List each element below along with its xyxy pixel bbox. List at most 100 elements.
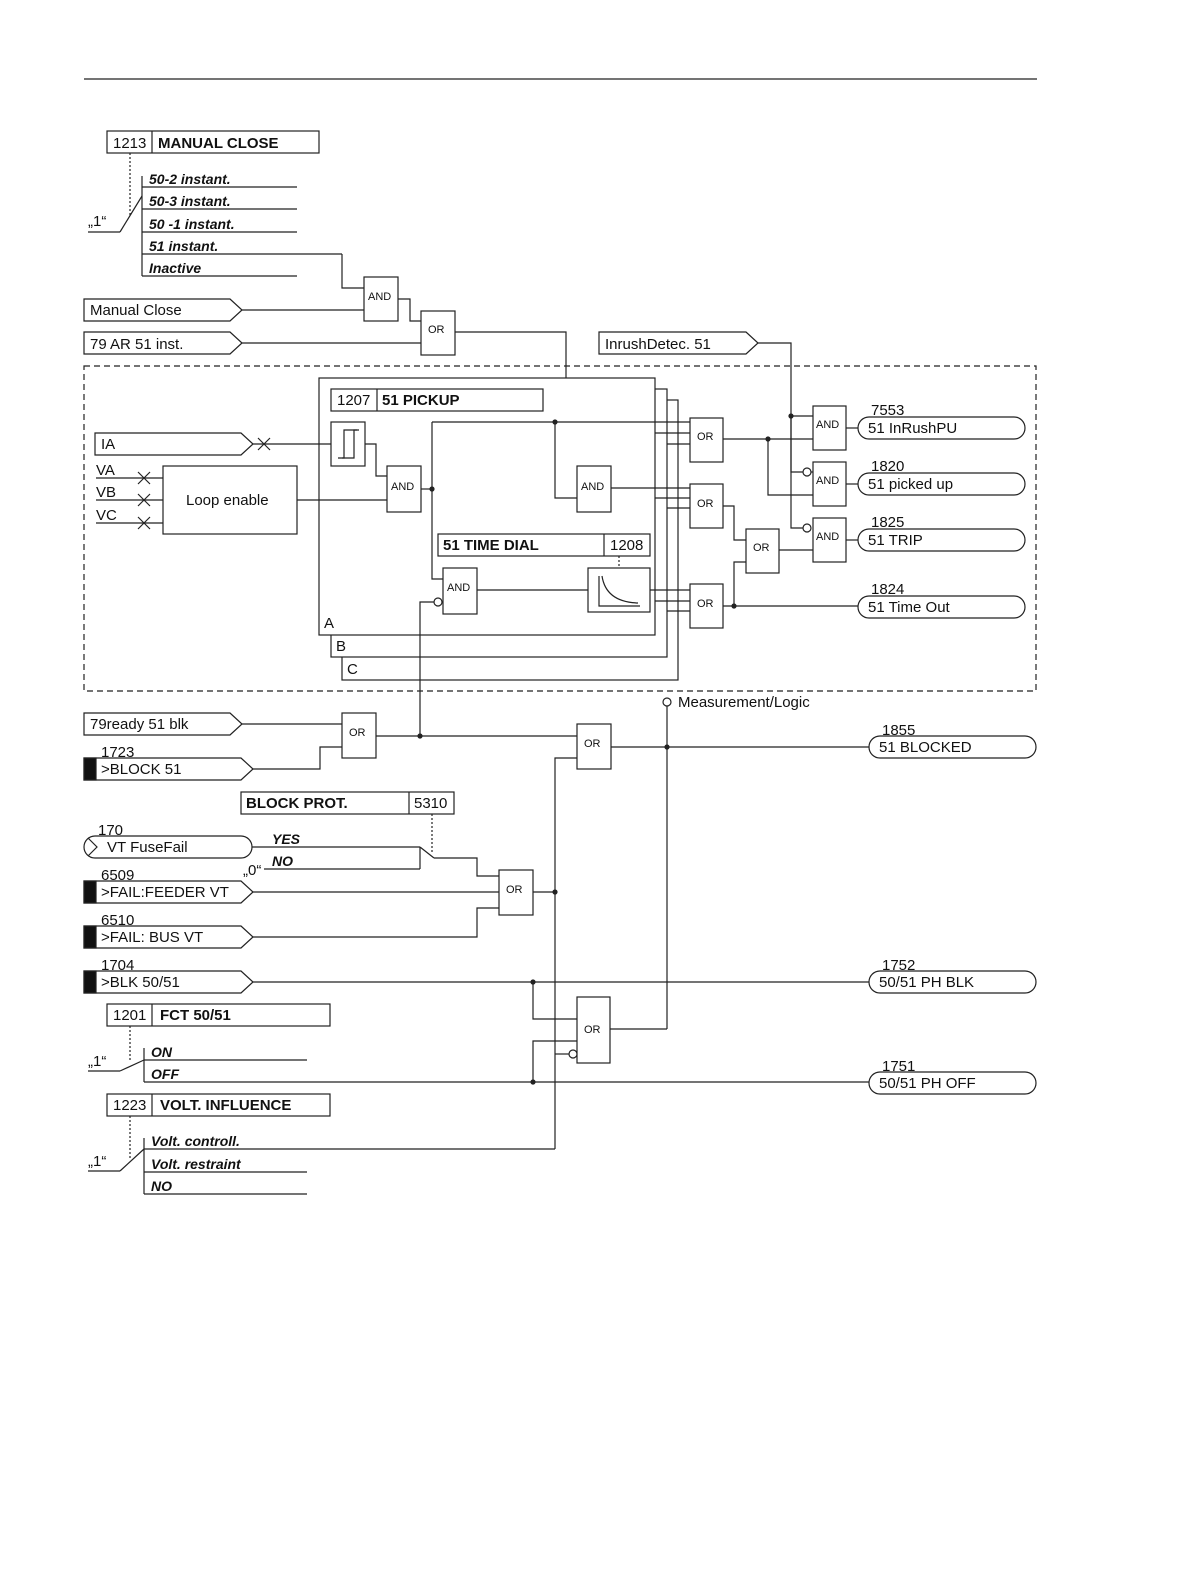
svg-text:50-2 instant.: 50-2 instant. (149, 171, 231, 187)
svg-text:„1“: „1“ (88, 213, 106, 230)
svg-text:FCT 50/51: FCT 50/51 (160, 1007, 231, 1024)
svg-text:170: 170 (98, 822, 123, 839)
svg-text:MANUAL CLOSE: MANUAL CLOSE (158, 135, 279, 152)
svg-text:ON: ON (151, 1044, 173, 1060)
phase-frames: C B A (318, 377, 679, 681)
input-vt-fusefail: 170 VT FuseFail (83, 822, 253, 859)
svg-text:B: B (336, 638, 346, 655)
svg-text:79ready 51 blk: 79ready 51 blk (90, 716, 189, 733)
svg-text:1820: 1820 (871, 458, 904, 475)
svg-text:51 Time Out: 51 Time Out (868, 599, 951, 616)
svg-text:1723: 1723 (101, 744, 134, 761)
pickup-parameter: 1207 51 PICKUP (330, 388, 544, 412)
or-gate-instant-phases: OR (689, 483, 724, 529)
or-gate-trip: OR (745, 528, 780, 574)
input-vb: VB (96, 484, 116, 501)
svg-text:OFF: OFF (151, 1066, 179, 1082)
svg-text:AND: AND (816, 531, 839, 543)
svg-text:AND: AND (368, 291, 391, 303)
svg-text:C: C (347, 661, 358, 678)
svg-text:OR: OR (584, 1024, 601, 1036)
svg-text:50 -1 instant.: 50 -1 instant. (149, 216, 235, 232)
svg-text:50/51 PH BLK: 50/51 PH BLK (879, 974, 974, 991)
svg-text:1752: 1752 (882, 957, 915, 974)
svg-text:AND: AND (816, 475, 839, 487)
svg-text:AND: AND (391, 481, 414, 493)
and-gate-trip-release: AND (812, 517, 847, 563)
svg-text:51 picked up: 51 picked up (868, 476, 953, 493)
svg-text:OR: OR (697, 498, 714, 510)
svg-text:51 TIME DIAL: 51 TIME DIAL (443, 537, 539, 554)
svg-text:YES: YES (272, 831, 301, 847)
or-gate-blocked: OR (576, 723, 612, 770)
svg-text:VOLT. INFLUENCE: VOLT. INFLUENCE (160, 1097, 291, 1114)
output-51-blocked: 1855 51 BLOCKED (868, 722, 1037, 759)
svg-text:„0“: „0“ (243, 862, 261, 879)
output-51-picked-up: 1820 51 picked up (857, 458, 1026, 496)
svg-text:InrushDetec. 51: InrushDetec. 51 (605, 336, 711, 353)
and-gate-picked-up: AND (812, 461, 847, 507)
output-50-51-ph-blk: 1752 50/51 PH BLK (868, 957, 1037, 994)
svg-text:1201: 1201 (113, 1007, 146, 1024)
svg-text:1751: 1751 (882, 1058, 915, 1075)
and-gate-pickup: AND (386, 465, 422, 513)
and-gate-instant: AND (576, 465, 612, 513)
and-gate-time: AND (442, 567, 478, 615)
svg-text:OR: OR (753, 542, 770, 554)
svg-text:1207: 1207 (337, 392, 370, 409)
volt-influence-parameter: 1223 VOLT. INFLUENCE (106, 1093, 331, 1117)
and-gate-manual-close: AND (363, 276, 399, 322)
svg-text:51 BLOCKED: 51 BLOCKED (879, 739, 972, 756)
and-gate-inrush: AND (812, 405, 847, 451)
or-gate-measurement: OR (576, 996, 611, 1064)
svg-text:79 AR 51 inst.: 79 AR 51 inst. (90, 336, 183, 353)
input-ia: IA (94, 432, 254, 456)
svg-text:IA: IA (101, 436, 115, 453)
measurement-logic-label: Measurement/Logic (678, 694, 810, 711)
svg-text:AND: AND (581, 481, 604, 493)
svg-text:AND: AND (447, 582, 470, 594)
svg-text:AND: AND (816, 419, 839, 431)
svg-text:6509: 6509 (101, 867, 134, 884)
or-gate-manual-close: OR (420, 310, 456, 356)
svg-text:>BLOCK 51: >BLOCK 51 (101, 761, 181, 778)
svg-text:>FAIL: BUS VT: >FAIL: BUS VT (101, 929, 203, 946)
measurement-logic-frame (83, 365, 1037, 692)
svg-text:BLOCK PROT.: BLOCK PROT. (246, 795, 348, 812)
time-dial-parameter: 51 TIME DIAL 1208 (437, 533, 651, 557)
loop-enable-block: Loop enable (162, 465, 298, 535)
svg-text:1223: 1223 (113, 1097, 146, 1114)
inverse-time-curve (587, 567, 651, 613)
input-79ready-51-blk: 79ready 51 blk (83, 712, 243, 736)
input-blk-50-51: 1704 >BLK 50/51 (83, 957, 254, 994)
input-fail-bus-vt: 6510 >FAIL: BUS VT (83, 912, 254, 949)
svg-text:„1“: „1“ (88, 1153, 106, 1170)
input-va: VA (96, 462, 115, 479)
svg-text:OR: OR (428, 324, 445, 336)
svg-text:51 InRushPU: 51 InRushPU (868, 420, 957, 437)
or-gate-timeout-phases: OR (689, 583, 724, 629)
svg-text:51 TRIP: 51 TRIP (868, 532, 923, 549)
svg-text:1855: 1855 (882, 722, 915, 739)
or-gate-pickup-phases: OR (689, 417, 724, 463)
svg-text:NO: NO (151, 1178, 172, 1194)
svg-text:1208: 1208 (610, 537, 643, 554)
input-79-ar-51-inst: 79 AR 51 inst. (83, 331, 243, 355)
svg-text:OR: OR (584, 738, 601, 750)
svg-text:50-3 instant.: 50-3 instant. (149, 193, 231, 209)
svg-text:Manual Close: Manual Close (90, 302, 182, 319)
output-51-trip: 1825 51 TRIP (857, 514, 1026, 552)
fct-parameter: 1201 FCT 50/51 (106, 1003, 331, 1027)
input-block-51: 1723 >BLOCK 51 (83, 744, 254, 781)
svg-text:Volt. controll.: Volt. controll. (151, 1133, 240, 1149)
svg-text:50/51 PH OFF: 50/51 PH OFF (879, 1075, 976, 1092)
or-gate-block-51: OR (341, 712, 377, 759)
or-gate-vt-fail: OR (498, 869, 534, 916)
svg-text:OR: OR (697, 431, 714, 443)
input-inrush-detect: InrushDetec. 51 (598, 331, 759, 355)
svg-text:51 instant.: 51 instant. (149, 238, 218, 254)
svg-text:7553: 7553 (871, 402, 904, 419)
svg-text:1825: 1825 (871, 514, 904, 531)
pickup-threshold-symbol (330, 421, 366, 467)
